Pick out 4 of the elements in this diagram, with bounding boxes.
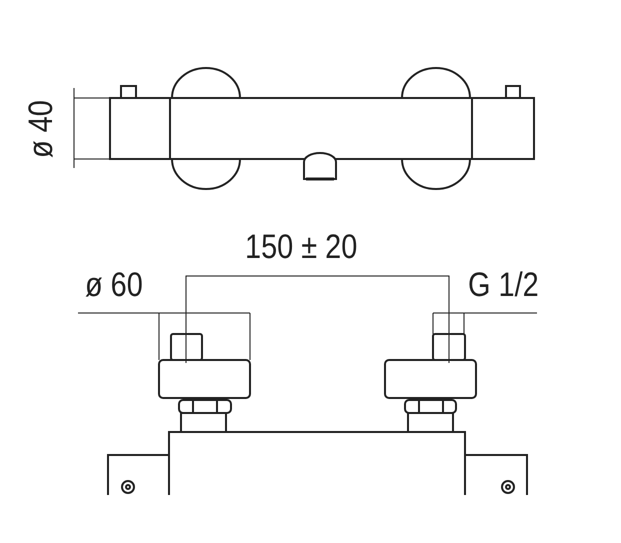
dimension-label: G 1/2	[468, 268, 539, 302]
dimension-label: ø 40	[24, 100, 58, 158]
dimension-label: 150 ± 20	[245, 230, 358, 264]
dimension-label: ø 60	[85, 268, 143, 302]
